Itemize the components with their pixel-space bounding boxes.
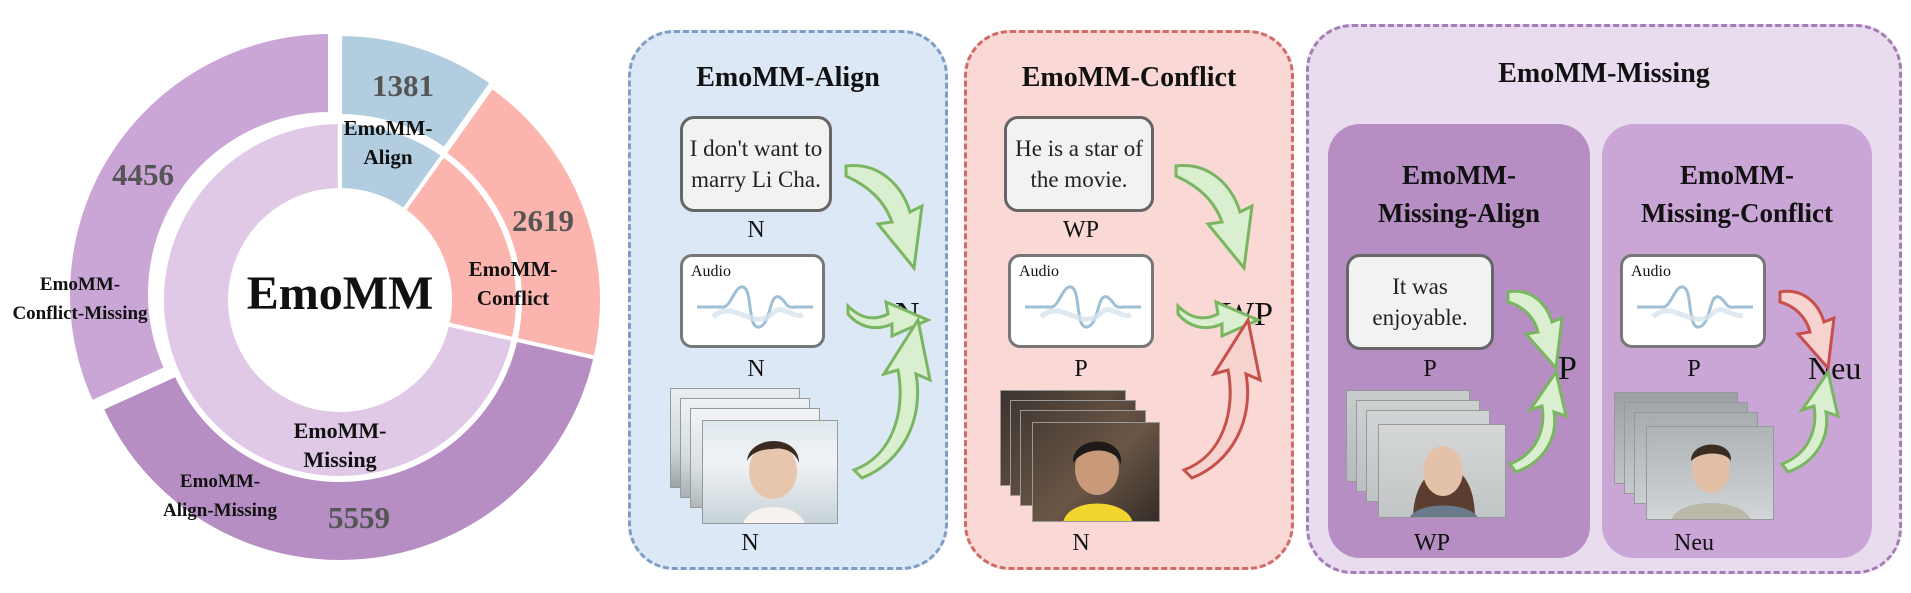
- audio-waveform-icon: [697, 285, 813, 329]
- donut-label-align: EmoMM- Align: [343, 116, 433, 169]
- donut-label-conflict-missing: EmoMM- Conflict-Missing: [12, 274, 148, 324]
- conflict-audio-label: P: [1074, 356, 1088, 382]
- align-audio-label: N: [747, 356, 765, 382]
- align-panel-title: EmoMM-Align: [696, 62, 880, 93]
- donut-inner-missing: [160, 119, 517, 480]
- green-arrow-icon: [846, 299, 932, 339]
- missing-align-title: EmoMM- Missing-Align: [1377, 160, 1541, 228]
- green-arrow-icon: [1174, 164, 1254, 272]
- missing-conflict-video-face: [1646, 426, 1774, 520]
- donut-center: [232, 192, 448, 408]
- align-text-box: I don't want to marry Li Cha.: [680, 116, 832, 212]
- audio-label: Audio: [1019, 263, 1059, 280]
- face-image-icon: [1063, 441, 1133, 521]
- green-arrow-icon: [844, 164, 924, 272]
- face-image-icon: [743, 441, 805, 523]
- missing-conflict-video-frames: [1614, 392, 1784, 524]
- donut-label-conflict: EmoMM- Conflict: [468, 257, 558, 310]
- missing-align-video-face: [1378, 424, 1506, 518]
- green-arrow-icon: [1176, 299, 1262, 339]
- align-text: I don't want to marry Li Cha.: [689, 136, 823, 192]
- audio-waveform-icon: [1025, 285, 1141, 329]
- green-arrow-icon: [1506, 289, 1564, 372]
- align-text-label: N: [747, 217, 765, 243]
- align-video-frames: [670, 388, 840, 526]
- missing-conflict-audio-label: P: [1687, 356, 1701, 382]
- missing-align-text-label: P: [1423, 356, 1437, 382]
- missing-align-video-frames: [1346, 390, 1516, 522]
- align-video-face: [702, 420, 838, 524]
- donut-center-label: EmoMM: [246, 267, 434, 320]
- missing-align-text-box: It was enjoyable.: [1346, 254, 1494, 350]
- align-arrows: [844, 164, 933, 480]
- missing-align-arrows: [1506, 289, 1569, 474]
- donut-value-conflict-missing: 4456: [112, 157, 174, 192]
- donut-segment-align: [338, 31, 495, 153]
- red-arrow-icon: [1181, 316, 1263, 480]
- donut-value-conflict: 2619: [512, 203, 574, 238]
- face-image-icon: [1672, 444, 1750, 519]
- missing-align-result: P: [1558, 350, 1577, 387]
- missing-align-video-label: WP: [1414, 530, 1450, 556]
- audio-waveform-icon: [1637, 285, 1753, 329]
- conflict-text: He is a star of the movie.: [1015, 136, 1143, 192]
- donut-chart: [66, 29, 604, 564]
- donut-value-align: 1381: [372, 68, 434, 103]
- conflict-audio-box: Audio: [1008, 254, 1154, 348]
- missing-conflict-video-label: Neu: [1674, 530, 1714, 556]
- conflict-text-box: He is a star of the movie.: [1004, 116, 1154, 212]
- missing-panel-title: EmoMM-Missing: [1498, 58, 1710, 89]
- green-arrow-icon: [1779, 368, 1841, 474]
- audio-label: Audio: [1631, 263, 1671, 280]
- audio-label: Audio: [691, 263, 731, 280]
- conflict-video-face: [1032, 422, 1160, 522]
- align-audio-box: Audio: [680, 254, 825, 348]
- donut-inner-label: EmoMM- Missing: [293, 418, 387, 472]
- conflict-arrows: [1174, 164, 1263, 480]
- conflict-panel-title: EmoMM-Conflict: [1021, 62, 1237, 93]
- green-arrow-icon: [851, 316, 933, 480]
- green-arrow-icon: [1507, 368, 1569, 474]
- conflict-text-label: WP: [1063, 217, 1099, 243]
- missing-conflict-audio-box: Audio: [1620, 254, 1766, 348]
- donut-value-align-missing: 5559: [328, 500, 390, 535]
- face-image-icon: [1410, 446, 1478, 517]
- red-arrow-icon: [1778, 289, 1836, 372]
- donut-segment-conflict-missing: [66, 29, 332, 406]
- donut-label-align-missing: EmoMM- Align-Missing: [162, 471, 278, 521]
- missing-conflict-arrows: [1778, 289, 1841, 474]
- align-video-label: N: [741, 530, 759, 556]
- conflict-video-frames: [1000, 390, 1170, 526]
- missing-conflict-title: EmoMM- Missing-Conflict: [1641, 160, 1833, 228]
- missing-align-text: It was enjoyable.: [1372, 274, 1468, 330]
- conflict-video-label: N: [1072, 530, 1090, 556]
